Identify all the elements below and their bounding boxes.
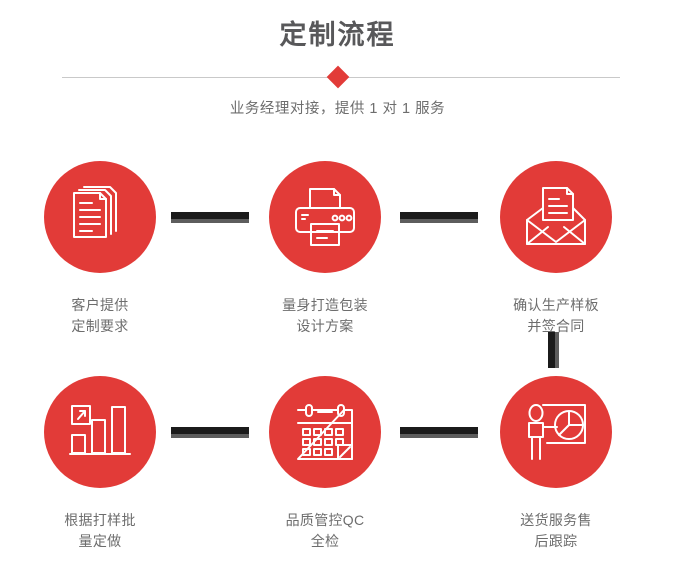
step-4-circle (44, 376, 156, 488)
connector-step2-step3 (400, 212, 478, 223)
process-flow: 客户提供 定制要求 (0, 150, 675, 580)
step-3-circle (500, 161, 612, 273)
red-diamond-icon (326, 65, 350, 89)
process-step-5[interactable]: 品质管控QC 全检 (235, 365, 415, 552)
connector-bar (400, 212, 478, 219)
process-step-1[interactable]: 客户提供 定制要求 (10, 150, 190, 337)
process-step-6[interactable]: 送货服务售 后跟踪 (466, 365, 646, 552)
connector-shadow (400, 219, 478, 223)
process-step-2[interactable]: 量身打造包装 设计方案 (235, 150, 415, 337)
header: 定制流程 业务经理对接，提供 1 对 1 服务 (0, 0, 675, 120)
header-subtitle: 业务经理对接，提供 1 对 1 服务 (229, 101, 446, 117)
connector-bar (171, 212, 249, 219)
page-title: 定制流程 (279, 20, 396, 50)
connector-step5-step6 (400, 427, 478, 438)
connector-shadow (171, 434, 249, 438)
title-divider (0, 65, 675, 89)
envelope-document-icon (526, 187, 586, 245)
documents-icon (73, 186, 117, 238)
connector-shadow (400, 434, 478, 438)
connector-step4-step5 (171, 427, 249, 438)
connector-bar (400, 427, 478, 434)
step-6-circle (500, 376, 612, 488)
process-row-1: 客户提供 定制要求 (0, 150, 675, 368)
connector-step1-step2 (171, 212, 249, 223)
step-1-label: 客户提供 定制要求 (71, 297, 129, 334)
process-step-4[interactable]: 根据打样批 量定做 (10, 365, 190, 552)
calendar-icon (297, 404, 353, 460)
connector-shadow (555, 332, 559, 368)
connector-step3-step6 (548, 332, 559, 368)
connector-shadow (171, 219, 249, 223)
step-2-label: 量身打造包装 设计方案 (282, 297, 368, 334)
connector-bar (548, 332, 555, 368)
step-6-label: 送货服务售 后跟踪 (520, 512, 592, 549)
connector-bar (171, 427, 249, 434)
process-step-3[interactable]: 确认生产样板 并签合同 (466, 150, 646, 337)
step-2-circle (269, 161, 381, 273)
step-4-label: 根据打样批 量定做 (64, 512, 136, 549)
process-row-2: 根据打样批 量定做 (0, 365, 675, 580)
presenter-pie-chart-icon (528, 404, 586, 460)
step-5-label: 品质管控QC 全检 (285, 512, 365, 549)
customization-process-infographic: 定制流程 业务经理对接，提供 1 对 1 服务 (0, 0, 675, 549)
bar-chart-growth-icon (69, 405, 131, 455)
printer-icon (295, 188, 355, 246)
step-1-circle (44, 161, 156, 273)
step-3-label: 确认生产样板 并签合同 (513, 297, 599, 334)
step-5-circle (269, 376, 381, 488)
